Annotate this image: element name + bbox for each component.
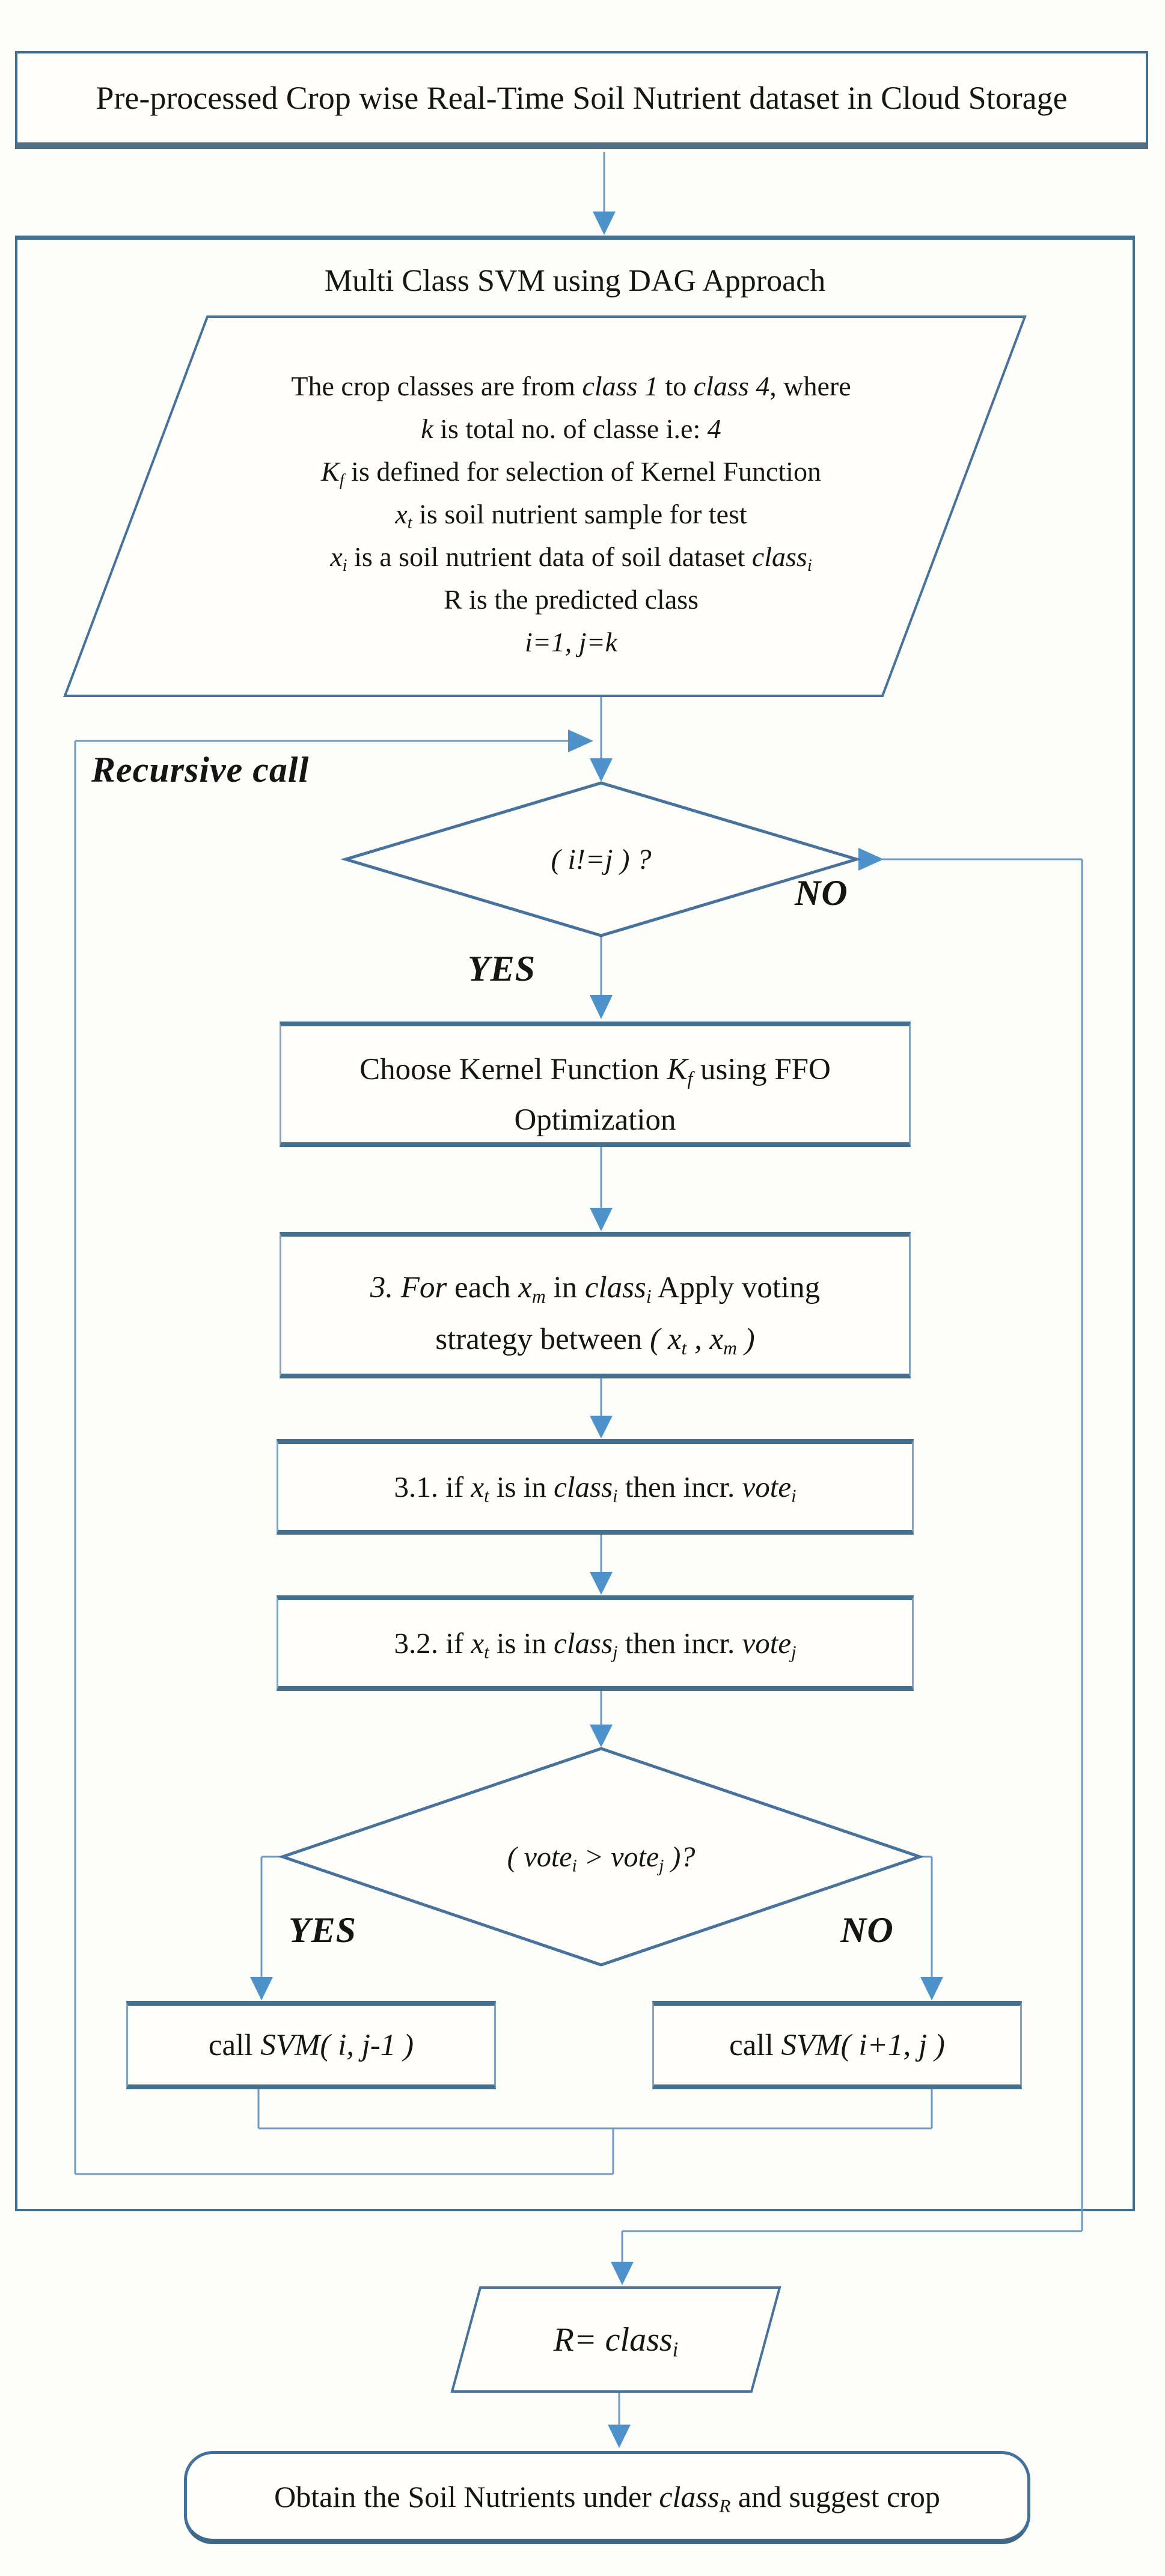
arrowhead-down-icon xyxy=(250,1977,273,2000)
assumptions-line: Kf is defined for selection of Kernel Fu… xyxy=(321,456,821,490)
call-svm-left-box: call SVM( i, j-1 ) xyxy=(126,2001,496,2089)
decision1-text: ( i!=j ) ? xyxy=(551,843,652,875)
connector-kernel-to-voting xyxy=(590,1147,613,1231)
decision2-diamond xyxy=(278,1747,925,1967)
yes2-connector xyxy=(250,1856,283,2000)
decision1-diamond xyxy=(340,781,862,937)
arrowhead-right-icon xyxy=(858,848,884,871)
step-3-2-box: 3.2. if xt is in classj then incr. votej xyxy=(277,1595,914,1691)
connector-topbox-to-container xyxy=(593,152,616,235)
arrowhead-down-icon xyxy=(608,2425,631,2448)
voting-strategy-line1: 3. For each xm in classi Apply voting xyxy=(370,1271,821,1307)
arrowhead-down-icon xyxy=(593,212,616,235)
decision1-no-label: NO xyxy=(795,873,848,913)
dag-approach-container xyxy=(15,236,1135,2211)
result-parallelogram xyxy=(450,2286,781,2393)
connector-result-to-final xyxy=(608,2393,631,2448)
no2-connector xyxy=(920,1856,943,2000)
decision2-text: ( votei > votej )? xyxy=(507,1841,696,1875)
voting-strategy-text: 3. For each xm in classi Apply voting st… xyxy=(280,1262,911,1365)
no1-branch-connector xyxy=(611,848,1083,2285)
final-suggest-crop-box: Obtain the Soil Nutrients under classR a… xyxy=(184,2451,1030,2544)
arrowhead-down-icon xyxy=(590,1208,613,1231)
connector-step31-to-step32 xyxy=(590,1535,613,1595)
decision2-no-label: NO xyxy=(840,1910,894,1950)
arrowhead-down-icon xyxy=(590,1725,613,1747)
assumptions-line: k is total no. of classe i.e: 4 xyxy=(421,413,721,444)
preprocessed-dataset-text: Pre-processed Crop wise Real-Time Soil N… xyxy=(96,80,1068,116)
preprocessed-dataset-box: Pre-processed Crop wise Real-Time Soil N… xyxy=(15,51,1148,149)
kernel-ffo-text: Choose Kernel Function Kf using FFO Opti… xyxy=(280,1044,911,1145)
step-3-1-box: 3.1. if xt is in classi then incr. votei xyxy=(277,1439,914,1535)
decision2-yes-label: YES xyxy=(289,1910,357,1950)
arrowhead-right-icon xyxy=(568,729,593,752)
assumptions-line: i=1, j=k xyxy=(524,627,618,657)
result-text: R= classi xyxy=(553,2321,679,2361)
assumptions-parallelogram xyxy=(63,315,1027,697)
recursive-loop-connector xyxy=(74,729,933,2175)
connector-step32-to-decision2 xyxy=(590,1691,613,1747)
connector-assumptions-to-decision1 xyxy=(590,697,613,782)
assumptions-text: The crop classes are from class 1 to cla… xyxy=(114,365,1028,663)
dag-container-title-text: Multi Class SVM using DAG Approach xyxy=(324,264,826,298)
kernel-ffo-line2: Optimization xyxy=(514,1103,676,1137)
arrowhead-down-icon xyxy=(920,1977,943,2000)
dag-container-title: Multi Class SVM using DAG Approach xyxy=(15,255,1135,306)
assumptions-line: R is the predicted class xyxy=(443,584,699,615)
call-svm-right-box: call SVM( i+1, j ) xyxy=(652,2001,1022,2089)
recursive-call-label: Recursive call xyxy=(91,750,310,790)
arrowhead-down-icon xyxy=(590,1416,613,1439)
arrowhead-down-icon xyxy=(590,1572,613,1595)
kernel-ffo-box xyxy=(280,1022,911,1147)
arrowhead-down-icon xyxy=(590,758,613,782)
kernel-ffo-line1: Choose Kernel Function Kf using FFO xyxy=(359,1053,831,1089)
assumptions-line: xt is soil nutrient sample for test xyxy=(395,499,747,532)
arrowhead-down-icon xyxy=(611,2262,634,2285)
connector-voting-to-step31 xyxy=(590,1378,613,1439)
yes1-connector xyxy=(590,936,613,1019)
assumptions-line: xi is a soil nutrient data of soil datas… xyxy=(330,541,812,575)
decision1-yes-label: YES xyxy=(468,949,536,988)
voting-strategy-line2: strategy between ( xt , xm ) xyxy=(435,1323,755,1359)
assumptions-line: The crop classes are from class 1 to cla… xyxy=(291,371,851,401)
arrowhead-down-icon xyxy=(590,995,613,1019)
voting-strategy-box xyxy=(280,1232,911,1378)
